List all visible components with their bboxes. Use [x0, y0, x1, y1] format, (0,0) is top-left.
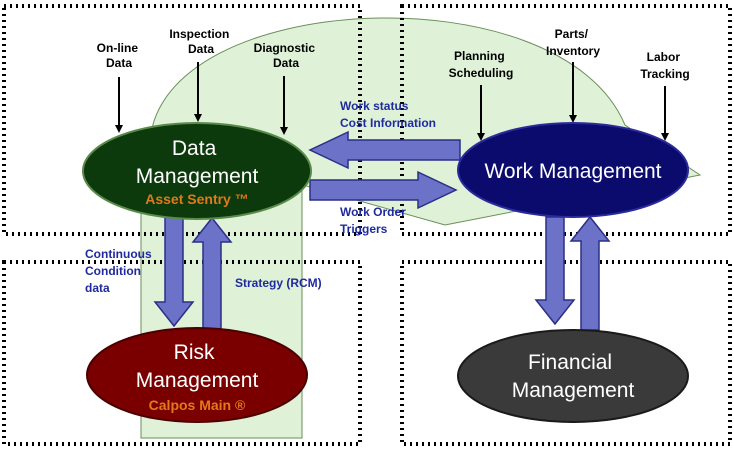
financial-up-arrow — [569, 215, 611, 331]
diagnostic-data-label: Diagnostic Data — [254, 41, 319, 70]
work-status-label: Work status Cost Information — [340, 99, 436, 130]
input-arrows — [115, 62, 669, 141]
financial-down-arrow — [534, 216, 576, 326]
top-right-region — [400, 4, 732, 236]
work-order-label: Work Order Triggers — [340, 205, 409, 236]
risk-management-title: Risk Management — [136, 341, 259, 392]
labor-tracking-label: Labor Tracking — [640, 50, 689, 81]
flow-arrows — [153, 130, 611, 332]
strategy-label: Strategy (RCM) — [235, 276, 322, 290]
parts-inventory-label: Parts/ Inventory — [546, 27, 600, 58]
work-management-ellipse — [457, 122, 689, 218]
bottom-right-region — [400, 260, 732, 446]
risk-down-arrow — [153, 214, 195, 328]
risk-management-node: Risk Management Calpos Main ® — [86, 327, 308, 423]
planning-scheduling-label: Planning Scheduling — [449, 49, 514, 80]
financial-management-title: Financial Management — [512, 351, 635, 402]
data-management-title: Data Management — [136, 137, 259, 188]
financial-management-ellipse — [457, 329, 689, 423]
work-order-arrow — [309, 170, 458, 210]
financial-management-node: Financial Management — [457, 329, 689, 423]
flow-labels: Work status Cost Information Work Order … — [85, 99, 436, 295]
work-management-title: Work Management — [484, 160, 661, 183]
data-management-subtitle: Asset Sentry ™ — [145, 191, 248, 207]
input-labels: On-line Data Inspection Data Diagnostic … — [97, 27, 690, 81]
online-data-label: On-line Data — [97, 41, 142, 70]
inspection-data-label: Inspection Data — [169, 27, 232, 56]
data-management-node: Data Management Asset Sentry ™ — [82, 122, 312, 220]
work-status-arrow — [308, 130, 461, 170]
risk-management-subtitle: Calpos Main ® — [149, 397, 246, 413]
bottom-left-region — [2, 260, 362, 446]
risk-management-ellipse — [86, 327, 308, 423]
continuous-condition-label: Continuous Condition data — [85, 247, 155, 295]
data-management-ellipse — [82, 122, 312, 220]
work-management-node: Work Management — [457, 122, 689, 218]
